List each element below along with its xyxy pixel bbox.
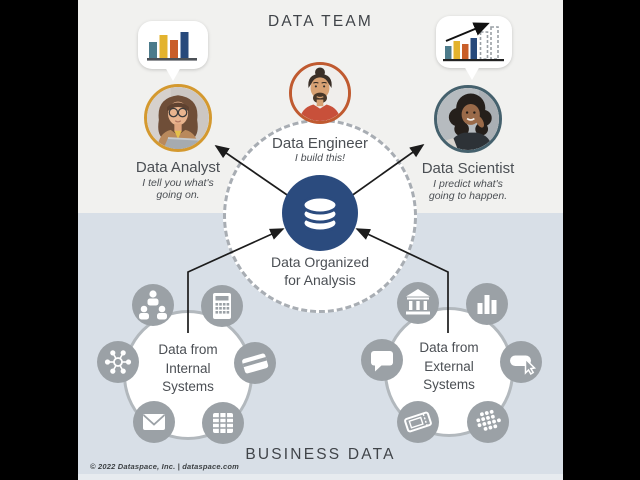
external-systems-label: Data from External Systems bbox=[419, 340, 479, 392]
scientist-avatar bbox=[437, 88, 499, 150]
copyright-text: © 2022 Dataspace, Inc. | dataspace.com bbox=[90, 462, 240, 471]
scientist-name: Data Scientist bbox=[421, 160, 515, 177]
scientist-photo bbox=[434, 85, 502, 153]
engineer-name: Data Engineer bbox=[272, 135, 368, 152]
engineer-photo bbox=[289, 62, 351, 124]
analyst-avatar bbox=[147, 87, 209, 149]
scientist-speech-bubble bbox=[436, 16, 512, 68]
data-organized-circle bbox=[282, 175, 358, 251]
calculator-icon bbox=[201, 285, 243, 327]
left-black-bar bbox=[0, 0, 78, 480]
analyst-tagline: I tell you what's going on. bbox=[142, 177, 214, 201]
credit-card-icon bbox=[234, 342, 276, 384]
speech-bubble-icon bbox=[361, 339, 403, 381]
analyst-bubble-tail bbox=[165, 67, 181, 81]
scientist-bubble-tail bbox=[464, 66, 480, 80]
envelope-icon bbox=[133, 401, 175, 443]
org-chart-icon bbox=[132, 284, 174, 326]
engineer-avatar bbox=[292, 65, 348, 121]
forecast-chart-icon bbox=[443, 22, 504, 62]
analyst-name: Data Analyst bbox=[135, 159, 221, 176]
internal-systems-label: Data from Internal Systems bbox=[158, 342, 218, 394]
data-organized-label: Data Organized for Analysis bbox=[235, 253, 405, 289]
analyst-speech-bubble bbox=[138, 21, 208, 69]
engineer-tagline: I build this! bbox=[294, 152, 346, 164]
right-black-bar bbox=[563, 0, 640, 480]
scientist-tagline: I predict what's going to happen. bbox=[428, 178, 508, 202]
data-organized-line2: for Analysis bbox=[284, 272, 356, 288]
network-icon bbox=[97, 341, 139, 383]
ticket-icon bbox=[397, 401, 439, 443]
cursor-click-icon bbox=[500, 341, 542, 383]
data-organized-line1: Data Organized bbox=[270, 254, 370, 270]
data-team-title: DATA TEAM bbox=[267, 13, 374, 30]
analyst-photo bbox=[144, 84, 212, 152]
spreadsheet-icon bbox=[202, 402, 244, 444]
bar-chart-icon bbox=[147, 32, 197, 61]
database-icon bbox=[301, 195, 339, 233]
bar-chart-icon bbox=[466, 283, 508, 325]
dot-cluster-icon bbox=[467, 401, 509, 443]
business-data-title: BUSINESS DATA bbox=[245, 446, 396, 463]
background-strip bbox=[78, 474, 563, 480]
